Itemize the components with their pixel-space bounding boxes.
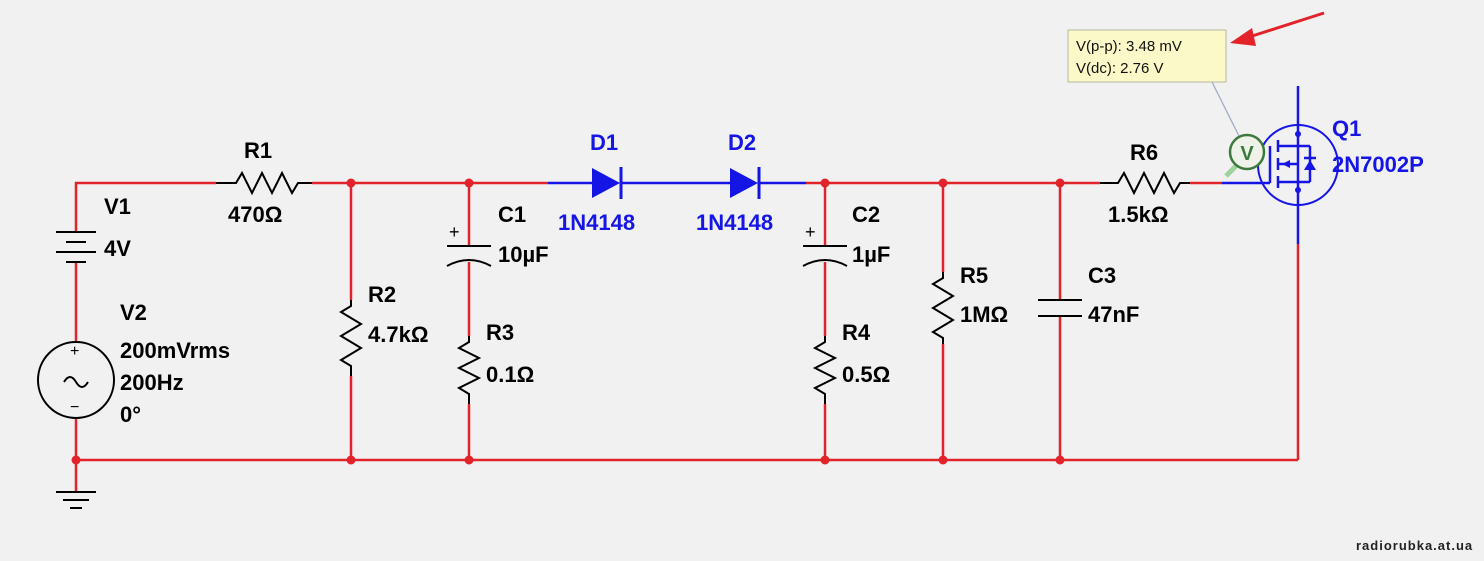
d2-ref-label: D2 <box>728 130 756 155</box>
v2-ref-label: V2 <box>120 300 147 325</box>
junction-nodes <box>71 178 1065 465</box>
v1-value-label: 4V <box>104 236 131 261</box>
r4-ref-label: R4 <box>842 320 871 345</box>
resistor-r6-symbol[interactable] <box>1100 170 1190 196</box>
c1-plus-sign: + <box>449 222 460 242</box>
r5-ref-label: R5 <box>960 263 988 288</box>
probe-leader-line <box>1211 81 1241 139</box>
d2-value-label: 1N4148 <box>696 210 773 235</box>
ac-source-v2-symbol[interactable] <box>37 341 115 419</box>
mosfet-q1-symbol[interactable] <box>1222 86 1339 244</box>
d1-value-label: 1N4148 <box>558 210 635 235</box>
v2-phase-label: 0° <box>120 402 141 427</box>
r6-ref-label: R6 <box>1130 140 1158 165</box>
resistor-r3-symbol[interactable] <box>456 336 482 404</box>
diode-d2-symbol[interactable] <box>730 167 761 199</box>
probe-symbol-text: V <box>1240 143 1254 165</box>
c2-ref-label: C2 <box>852 202 880 227</box>
probe-vpp-text: V(p-p): 3.48 mV <box>1076 38 1182 55</box>
v1-ref-label: V1 <box>104 194 131 219</box>
battery-v1-symbol[interactable] <box>56 231 96 263</box>
diode-d1-symbol[interactable] <box>592 167 623 199</box>
resistor-r5-symbol[interactable] <box>931 272 955 344</box>
r1-value-label: 470Ω <box>228 202 282 227</box>
watermark-text: radiorubka.at.ua <box>1356 538 1473 553</box>
annotation-arrow-icon <box>1230 11 1325 46</box>
r3-ref-label: R3 <box>486 320 514 345</box>
voltage-probe-icon[interactable]: V <box>1228 133 1266 171</box>
capacitor-c2-symbol[interactable] <box>802 245 848 267</box>
resistor-r1-symbol[interactable] <box>216 170 312 196</box>
c3-ref-label: C3 <box>1088 263 1116 288</box>
v2-amplitude-label: 200mVrms <box>120 338 230 363</box>
v2-frequency-label: 200Hz <box>120 370 184 395</box>
r2-value-label: 4.7kΩ <box>368 322 428 347</box>
d1-ref-label: D1 <box>590 130 618 155</box>
r6-value-label: 1.5kΩ <box>1108 202 1168 227</box>
resistor-r4-symbol[interactable] <box>812 336 838 404</box>
c1-ref-label: C1 <box>498 202 526 227</box>
capacitor-c3-symbol[interactable] <box>1038 299 1082 317</box>
capacitor-c1-symbol[interactable] <box>446 245 492 267</box>
v2-minus-sign: − <box>70 399 79 416</box>
r3-value-label: 0.1Ω <box>486 362 534 387</box>
q1-value-label: 2N7002P <box>1332 152 1424 177</box>
q1-ref-label: Q1 <box>1332 116 1361 141</box>
r2-ref-label: R2 <box>368 282 396 307</box>
c2-plus-sign: + <box>805 222 816 242</box>
c3-value-label: 47nF <box>1088 302 1139 327</box>
r1-ref-label: R1 <box>244 138 272 163</box>
c2-value-label: 1µF <box>852 242 890 267</box>
ground-symbol <box>56 491 96 509</box>
r5-value-label: 1MΩ <box>960 302 1008 327</box>
wires <box>74 181 1300 492</box>
probe-readout-tooltip: V(p-p): 3.48 mV V(dc): 2.76 V <box>1067 29 1227 83</box>
c1-value-label: 10µF <box>498 242 549 267</box>
probe-vdc-text: V(dc): 2.76 V <box>1076 60 1164 77</box>
v2-plus-sign: + <box>70 343 79 360</box>
resistor-r2-symbol[interactable] <box>339 300 363 376</box>
r4-value-label: 0.5Ω <box>842 362 890 387</box>
